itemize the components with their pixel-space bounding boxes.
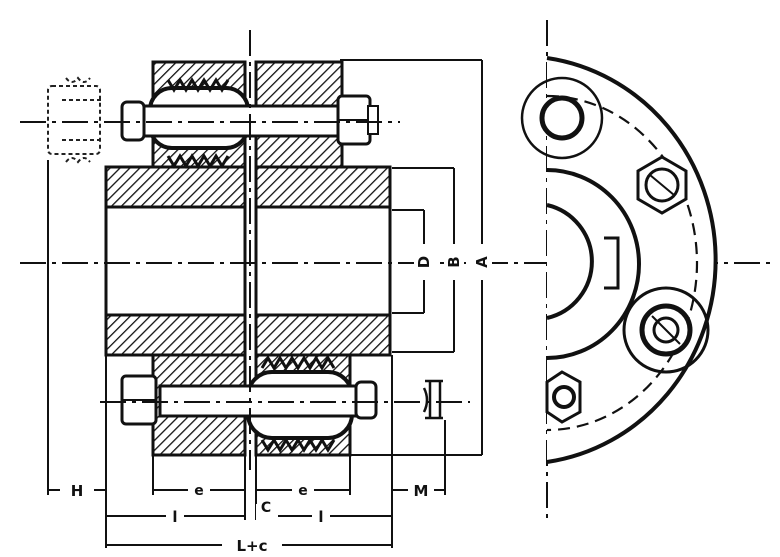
center-lines (20, 20, 770, 520)
label-e-right: e (298, 483, 308, 499)
label-knockouts (60, 244, 492, 555)
dimension-labels: A B D H e e M l C l L+c (71, 256, 491, 555)
label-C: C (261, 500, 271, 516)
label-l-right: l (318, 508, 323, 526)
label-D: D (415, 256, 433, 268)
label-B: B (445, 256, 463, 267)
dimension-lines (47, 59, 483, 548)
label-l-left: l (172, 508, 177, 526)
phantom-nut (47, 76, 102, 164)
end-view (520, 56, 718, 464)
bush-detail (422, 379, 443, 420)
label-H: H (71, 482, 84, 500)
label-M: M (414, 482, 429, 500)
label-L-plus-c: L+c (236, 537, 267, 555)
upper-bolt (120, 77, 379, 169)
label-A: A (473, 256, 491, 268)
label-e-left: e (194, 483, 204, 499)
